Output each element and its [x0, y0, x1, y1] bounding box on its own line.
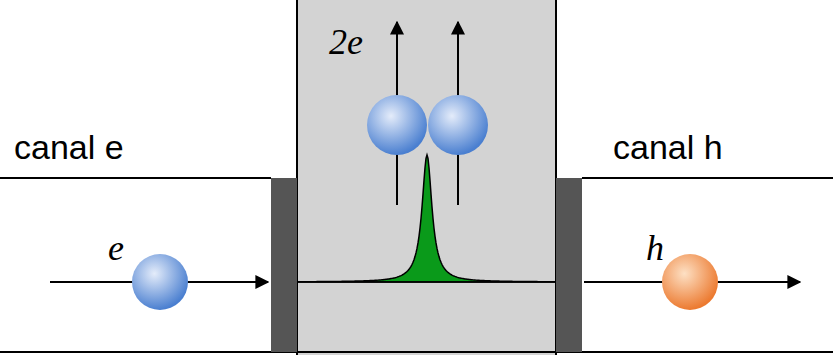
tunnel-barrier [556, 178, 582, 352]
density-peak [298, 155, 555, 282]
particle-label: h [646, 228, 664, 269]
channel-wall [0, 351, 833, 353]
channel-wall [582, 177, 833, 179]
particle-label: e [108, 228, 124, 269]
superconductor-region [297, 0, 556, 355]
charge-label: 2e [329, 22, 363, 63]
tunnel-barrier [271, 178, 297, 352]
hole-ball [662, 254, 718, 310]
electron-ball [132, 254, 188, 310]
channel-label: canal e [14, 128, 124, 167]
electron-ball [367, 95, 427, 155]
channel-wall [0, 177, 271, 179]
channel-label: canal h [613, 128, 723, 167]
electron-ball [428, 95, 488, 155]
baseline [297, 281, 556, 283]
superconductor-box: 2e [297, 0, 556, 355]
